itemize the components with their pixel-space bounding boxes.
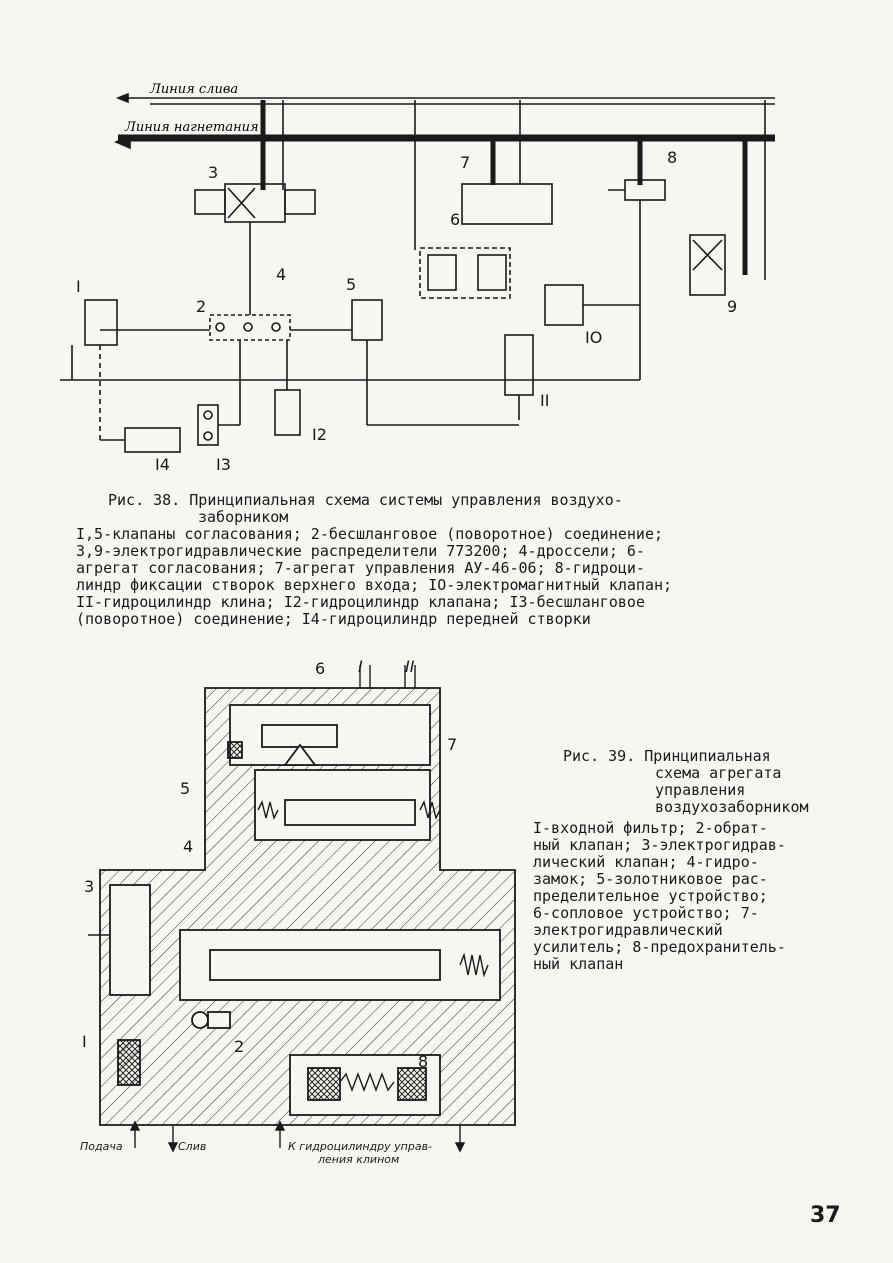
figure-39-legend: I-входной фильтр; 2-обрат- ный клапан; 3… <box>533 819 786 973</box>
figure-39-caption-title-cont: схема агрегата управления воздухозаборни… <box>655 764 809 816</box>
callout-4: 4 <box>276 265 286 284</box>
to-cylinder-label-2: ления клином <box>317 1153 399 1166</box>
callout-10: IO <box>585 328 602 347</box>
callout-6: 6 <box>315 659 325 678</box>
callout-I-top: I <box>358 657 363 676</box>
callout-6: 6 <box>450 210 460 229</box>
page-number: 37 <box>810 1203 841 1228</box>
callout-2: 2 <box>234 1037 244 1056</box>
callout-3: 3 <box>208 163 218 182</box>
callout-14: I4 <box>155 455 170 474</box>
callout-13: I3 <box>216 455 231 474</box>
callout-11: II <box>540 391 549 410</box>
figure-38-caption-title: Рис. 38. Принципиальная схема системы уп… <box>108 491 623 509</box>
callout-5: 5 <box>346 275 356 294</box>
figure-38-schematic: Линия слива Линия нагнетания 3 7 8 6 I 2… <box>60 82 775 474</box>
to-cylinder-label-1: К гидроцилиндру управ- <box>288 1140 432 1153</box>
callout-8: 8 <box>667 148 677 167</box>
callout-2: 2 <box>196 297 206 316</box>
callout-4: 4 <box>183 837 193 856</box>
supply-label: Подача <box>80 1140 123 1153</box>
figure-39-section-view: 6 I II 7 5 4 3 I 2 8 Подача Слив К гидро… <box>80 657 516 1166</box>
callout-3: 3 <box>84 877 94 896</box>
callout-8: 8 <box>418 1052 428 1071</box>
figure-39-caption-title: Рис. 39. Принципиальная <box>563 747 771 765</box>
drain-line-label: Линия слива <box>149 82 238 97</box>
callout-1: I <box>82 1032 87 1051</box>
callout-5: 5 <box>180 779 190 798</box>
figure-38-legend: I,5-клапаны согласования; 2-бесшланговое… <box>76 525 673 628</box>
drain-label: Слив <box>178 1140 206 1153</box>
callout-7: 7 <box>447 735 457 754</box>
callout-II-top: II <box>405 657 415 676</box>
callout-7: 7 <box>460 153 470 172</box>
callout-9: 9 <box>727 297 737 316</box>
callout-12: I2 <box>312 425 327 444</box>
figure-38-caption: Рис. 38. Принципиальная схема системы уп… <box>108 492 808 526</box>
callout-1: I <box>76 277 81 296</box>
figure-38-caption-title-cont: заборником <box>198 508 289 526</box>
figure-39-caption: Рис. 39. Принципиальная схема агрегата у… <box>563 748 843 816</box>
pressure-line-label: Линия нагнетания <box>124 120 259 135</box>
